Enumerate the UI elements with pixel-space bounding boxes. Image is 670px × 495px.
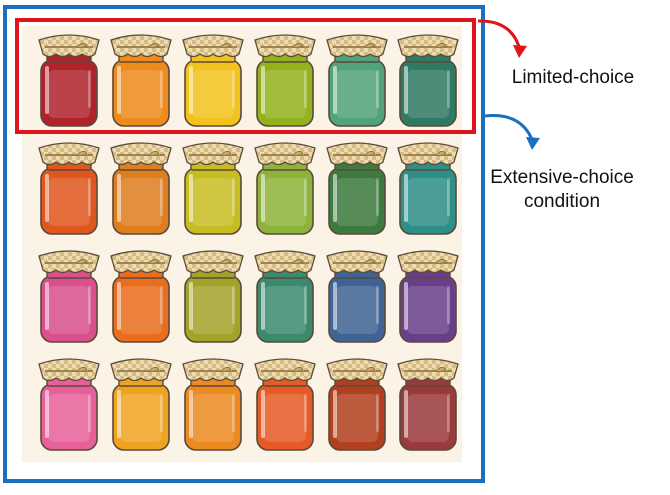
jam-jar: [182, 250, 244, 343]
jam-jar: [110, 34, 172, 127]
jam-jar: [182, 358, 244, 451]
extensive-choice-label-line1: Extensive-choice: [490, 167, 634, 188]
jam-jar: [182, 142, 244, 235]
jam-jar: [38, 34, 100, 127]
jam-jar: [182, 34, 244, 127]
jam-jar: [110, 250, 172, 343]
extensive-choice-label-line2: condition: [523, 191, 601, 212]
jam-jar: [397, 250, 459, 343]
extensive-choice-frame: [3, 5, 485, 483]
extensive-arrow: [484, 114, 540, 150]
jam-jar: [38, 142, 100, 235]
jam-jar: [397, 358, 459, 451]
jam-jar: [254, 250, 316, 343]
jam-jar: [254, 358, 316, 451]
jam-jar: [326, 34, 388, 127]
jar-grid: [38, 34, 459, 451]
extensive-choice-label: Extensive-choice condition: [472, 166, 652, 214]
jam-jar: [326, 358, 388, 451]
limited-choice-label: Limited-choice: [511, 67, 635, 88]
limited-arrow: [477, 19, 527, 58]
jam-jar: [326, 250, 388, 343]
jam-jar: [326, 142, 388, 235]
jam-jar: [254, 142, 316, 235]
jam-jar: [397, 142, 459, 235]
jam-jar: [110, 142, 172, 235]
jam-jar: [110, 358, 172, 451]
jam-jar: [38, 250, 100, 343]
limited-choice-frame: [15, 18, 476, 134]
jam-jar: [254, 34, 316, 127]
jam-jar: [38, 358, 100, 451]
jam-jar: [397, 34, 459, 127]
